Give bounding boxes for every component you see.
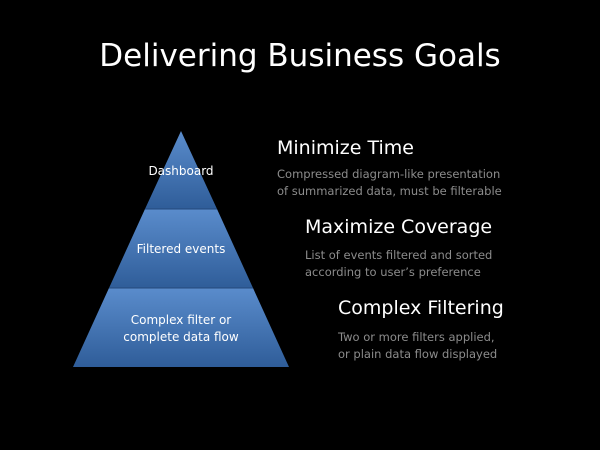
goal-description-minimize-time: Compressed diagram-like presentation of … [277, 166, 502, 200]
tier-label-line: complete data flow [123, 330, 239, 344]
pyramid-tier-bottom [73, 288, 289, 367]
goal-description-line: or plain data flow displayed [338, 347, 498, 361]
goal-description-line: Compressed diagram-like presentation [277, 167, 501, 181]
tier-label-line: Dashboard [148, 164, 214, 178]
goal-description-line: Two or more filters applied, [338, 330, 495, 344]
goal-description-complex-filtering: Two or more filters applied, or plain da… [338, 329, 497, 363]
goal-description-line: of summarized data, must be filterable [277, 184, 502, 198]
goal-heading-minimize-time: Minimize Time [277, 137, 414, 159]
pyramid-tier-top-label: Dashboard [121, 163, 241, 180]
slide-title: Delivering Business Goals [99, 38, 501, 74]
pyramid-tier-bottom-label: Complex filter or complete data flow [96, 312, 266, 346]
goal-heading-complex-filtering: Complex Filtering [338, 297, 504, 319]
tier-label-line: Complex filter or [130, 313, 232, 327]
tier-label-line: Filtered events [136, 242, 226, 256]
goal-description-maximize-coverage: List of events filtered and sorted accor… [305, 247, 492, 281]
goal-heading-maximize-coverage: Maximize Coverage [305, 216, 493, 238]
pyramid-tier-middle [109, 209, 253, 288]
pyramid-tier-top [145, 131, 217, 209]
goal-description-line: according to user’s preference [305, 265, 481, 279]
pyramid-tier-middle-label: Filtered events [111, 241, 251, 258]
goal-description-line: List of events filtered and sorted [305, 248, 493, 262]
